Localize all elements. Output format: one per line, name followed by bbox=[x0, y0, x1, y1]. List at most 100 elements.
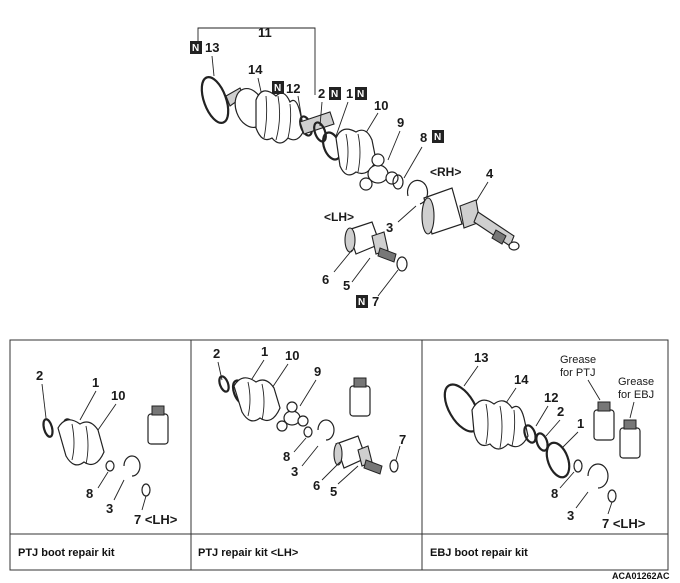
kit-panel-ptj-lh: 2 1 10 9 8 bbox=[198, 344, 406, 559]
grease-ptj-label-line1: Grease bbox=[560, 354, 596, 366]
leader-7 bbox=[377, 269, 399, 297]
label-1: 1 bbox=[261, 344, 268, 359]
leader bbox=[113, 479, 125, 501]
circlip-3 bbox=[317, 419, 335, 441]
leader bbox=[321, 461, 341, 481]
svg-text:N: N bbox=[358, 297, 365, 308]
leader-5 bbox=[351, 257, 371, 283]
tripod-spider bbox=[359, 153, 399, 191]
svg-text:N: N bbox=[274, 83, 281, 94]
boot-band-1 bbox=[545, 441, 571, 479]
new-part-badge: N bbox=[355, 87, 367, 100]
boot-band-small bbox=[523, 424, 537, 444]
leader bbox=[41, 383, 47, 419]
kit-panel-ebj-boot: 13 14 12 2 1 8 3 7 <LH> G bbox=[430, 350, 654, 559]
snap-ring-8 bbox=[392, 174, 404, 190]
leader bbox=[299, 379, 317, 407]
leader-1 bbox=[335, 101, 349, 137]
label-8: 8 bbox=[420, 130, 427, 145]
ptj-boot bbox=[57, 419, 105, 466]
circlip-7 bbox=[141, 483, 151, 497]
snap-ring-8 bbox=[105, 460, 115, 472]
grease-tube-ebj bbox=[619, 419, 641, 459]
leader bbox=[301, 445, 319, 467]
label-10: 10 bbox=[111, 388, 125, 403]
label-3: 3 bbox=[567, 508, 574, 523]
label-3: 3 bbox=[106, 501, 113, 516]
label-11: 11 bbox=[258, 25, 272, 40]
leader bbox=[545, 419, 561, 437]
label-rh: <RH> bbox=[430, 165, 461, 179]
leader bbox=[79, 390, 97, 421]
leader bbox=[97, 471, 109, 489]
label-lh: <LH> bbox=[324, 210, 354, 224]
label-5: 5 bbox=[343, 278, 350, 293]
ebj-boot-folds bbox=[485, 403, 516, 449]
leader bbox=[587, 379, 601, 401]
label-1: 1 bbox=[577, 416, 584, 431]
boot-band-2 bbox=[218, 375, 230, 393]
label-10: 10 bbox=[285, 348, 299, 363]
label-8: 8 bbox=[283, 449, 290, 464]
label-7: 7 bbox=[372, 294, 379, 309]
label-12: 12 bbox=[286, 81, 300, 96]
grease-tube-ptj bbox=[593, 401, 615, 441]
leader-6 bbox=[333, 249, 353, 273]
grease-ptj-label-line2: for PTJ bbox=[560, 367, 595, 379]
rh-inner-joint bbox=[421, 187, 520, 251]
leader-9 bbox=[387, 130, 401, 161]
ptj-boot-folds bbox=[345, 133, 361, 173]
label-1: 1 bbox=[346, 86, 353, 101]
lh-inner-joint bbox=[344, 221, 397, 263]
label-2: 2 bbox=[36, 368, 43, 383]
label-8: 8 bbox=[551, 486, 558, 501]
new-part-badge: N bbox=[356, 295, 368, 308]
snap-ring-8 bbox=[573, 459, 583, 473]
ebj-boot bbox=[255, 90, 305, 144]
leader bbox=[141, 495, 147, 511]
new-part-badge: N bbox=[432, 130, 444, 143]
ptj-boot bbox=[233, 377, 281, 422]
leader bbox=[629, 401, 635, 419]
leader bbox=[293, 437, 307, 453]
circlip-7 bbox=[389, 459, 399, 473]
leader bbox=[561, 431, 579, 449]
label-6: 6 bbox=[313, 478, 320, 493]
label-2: 2 bbox=[213, 346, 220, 361]
new-part-badge: N bbox=[272, 81, 284, 94]
repair-kit-table: 2 1 10 8 3 7 <LH> PTJ boot repair k bbox=[9, 339, 669, 571]
circlip-3 bbox=[123, 455, 141, 477]
label-9: 9 bbox=[397, 115, 404, 130]
leader bbox=[395, 445, 401, 461]
label-13: 13 bbox=[474, 350, 488, 365]
label-2: 2 bbox=[318, 86, 325, 101]
boot-band-2 bbox=[535, 432, 549, 452]
leader bbox=[607, 501, 613, 515]
leader bbox=[249, 359, 265, 383]
bracket-11 bbox=[197, 27, 316, 95]
label-6: 6 bbox=[322, 272, 329, 287]
svg-text:N: N bbox=[331, 89, 338, 100]
label-12: 12 bbox=[544, 390, 558, 405]
kit-name: PTJ boot repair kit bbox=[18, 547, 115, 559]
leader bbox=[535, 405, 549, 427]
figure-code: ACA01262AC bbox=[612, 571, 670, 581]
ptj-boot-folds bbox=[247, 381, 265, 421]
label-3: 3 bbox=[386, 220, 393, 235]
boot-band-2 bbox=[42, 418, 54, 438]
leader bbox=[271, 363, 289, 389]
leader-12 bbox=[297, 95, 303, 121]
grease-ebj-label-line1: Grease bbox=[618, 376, 654, 388]
label-13: 13 bbox=[205, 40, 219, 55]
label-5: 5 bbox=[330, 484, 337, 499]
label-7-lh: 7 <LH> bbox=[602, 516, 646, 531]
grease-tube bbox=[147, 405, 169, 445]
circlip-3 bbox=[587, 463, 609, 489]
leader-13 bbox=[211, 55, 215, 77]
label-7-lh: 7 <LH> bbox=[134, 512, 178, 527]
label-14: 14 bbox=[248, 62, 263, 77]
label-14: 14 bbox=[514, 372, 529, 387]
leader-2 bbox=[319, 101, 323, 127]
